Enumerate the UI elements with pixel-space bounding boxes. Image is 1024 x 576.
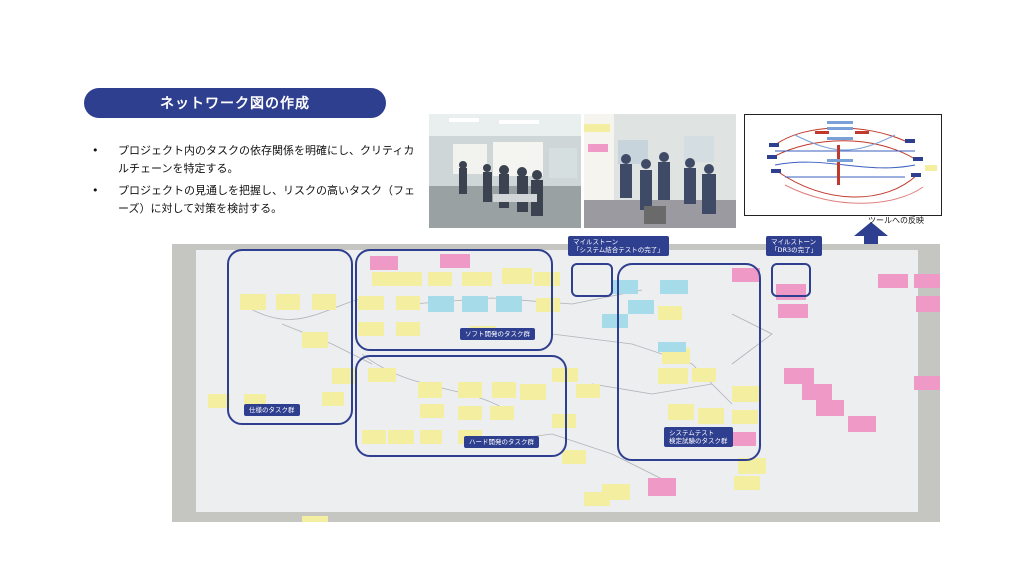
bullet-list: • プロジェクト内のタスクの依存関係を明確にし、クリティカルチェーンを特定する。… xyxy=(92,142,422,222)
bullet-text: プロジェクト内のタスクの依存関係を明確にし、クリティカルチェーンを特定する。 xyxy=(118,144,415,175)
bullet-item: • プロジェクト内のタスクの依存関係を明確にし、クリティカルチェーンを特定する。 xyxy=(92,142,422,178)
meeting-photo-2 xyxy=(584,114,736,228)
group-label-software: ソフト開発のタスク群 xyxy=(460,328,535,340)
tool-caption: ツールへの反映 xyxy=(868,216,924,225)
group-label-system-test: システムテスト 検定試験のタスク群 xyxy=(664,427,733,447)
page-title: ネットワーク図の作成 xyxy=(160,96,310,112)
bullet-item: • プロジェクトの見通しを把握し、リスクの高いタスク（フェーズ）に対して対策を検… xyxy=(92,182,422,218)
whiteboard-photo: 仕様のタスク群 ソフト開発のタスク群 ハード開発のタスク群 システムテスト 検定… xyxy=(172,244,940,522)
bullet-symbol: • xyxy=(92,144,99,157)
group-label-spec: 仕様のタスク群 xyxy=(244,404,300,416)
group-label-hardware: ハード開発のタスク群 xyxy=(464,436,539,448)
meeting-photo-1 xyxy=(429,114,581,228)
network-tool-diagram xyxy=(744,114,942,216)
milestone-label-system-integration: マイルストーン 「システム結合テストの完了」 xyxy=(568,236,669,256)
title-banner: ネットワーク図の作成 xyxy=(84,88,386,118)
bullet-text: プロジェクトの見通しを把握し、リスクの高いタスク（フェーズ）に対して対策を検討す… xyxy=(118,184,415,215)
bullet-symbol: • xyxy=(92,184,99,197)
milestone-label-dr3: マイルストーン 「DR3の完了」 xyxy=(766,236,823,256)
